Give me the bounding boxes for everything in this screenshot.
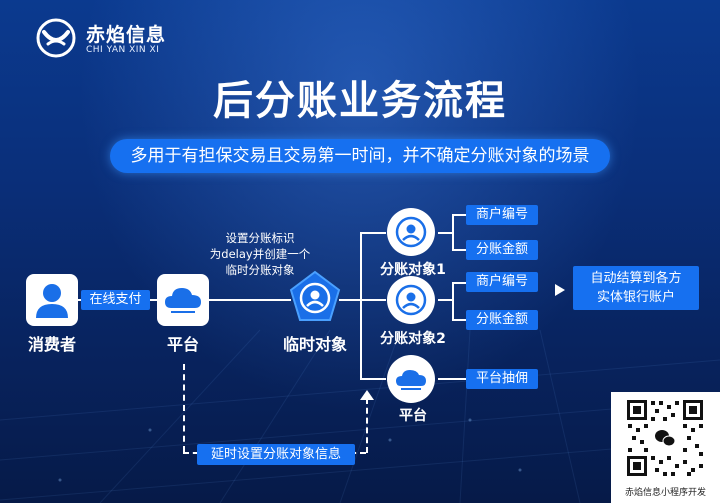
obj1-to-amount — [452, 249, 466, 251]
obj2-to-merchant — [452, 282, 466, 284]
settlement-line-1: 自动结算到各方 — [590, 271, 682, 286]
temp-object-node — [289, 270, 341, 321]
online-pay-label: 在线支付 — [81, 290, 150, 310]
settlement-line-2: 实体银行账户 — [596, 290, 675, 305]
object1-label: 分账对象1 — [380, 262, 446, 278]
consumer-label: 消费者 — [27, 335, 76, 354]
settlement-box: 自动结算到各方 实体银行账户 — [573, 266, 699, 310]
wire-temp-branch — [339, 299, 360, 301]
amount-2: 分账金额 — [466, 310, 538, 330]
cloud-icon — [396, 370, 426, 390]
branch-to-object2 — [360, 299, 386, 301]
merchant-no-2: 商户编号 — [466, 272, 538, 292]
setup-note: 设置分账标识 为delay并创建一个 临时分账对象 — [205, 230, 315, 278]
object2-label: 分账对象2 — [380, 331, 446, 347]
object1-node — [387, 208, 435, 256]
delay-dash-right — [366, 398, 368, 453]
branch-to-platform — [360, 378, 386, 380]
platform-node — [157, 274, 209, 326]
branch-to-object1 — [360, 232, 386, 234]
branch-vertical — [360, 232, 362, 380]
user-icon — [36, 284, 68, 318]
obj2-to-amount — [452, 319, 466, 321]
brand-sub: CHI YAN XIN XI — [86, 45, 160, 55]
merchant-no-1: 商户编号 — [466, 205, 538, 225]
qr-caption: 赤焰信息小程序开发 — [624, 488, 706, 498]
platform-label: 平台 — [166, 335, 199, 354]
amount-1: 分账金额 — [466, 240, 538, 260]
user-circle-icon — [395, 216, 427, 248]
obj2-sub-vertical — [452, 282, 454, 320]
cloud-icon — [165, 288, 201, 313]
consumer-node — [26, 274, 78, 326]
delay-arrow-up-icon — [360, 390, 374, 400]
arrow-right-icon — [555, 284, 565, 296]
obj1-to-merchant — [452, 214, 466, 216]
logo-mark-icon — [36, 18, 76, 58]
delay-setup-label: 延时设置分账对象信息 — [197, 444, 355, 465]
qr-code — [625, 398, 705, 478]
wechat-icon — [655, 430, 676, 447]
wire-platform-temp — [209, 299, 291, 301]
brand-name: 赤焰信息 — [86, 24, 167, 46]
brand-logo: 赤焰信息 CHI YAN XIN XI — [36, 18, 216, 58]
setup-note-line-2: 为delay并创建一个 — [209, 247, 311, 261]
object2-node — [387, 276, 435, 324]
commission-box: 平台抽佣 — [466, 369, 538, 389]
platform-to-commission — [438, 378, 466, 380]
user-circle-icon — [395, 284, 427, 316]
obj2-sub-wire — [438, 299, 452, 301]
setup-note-line-1: 设置分账标识 — [225, 231, 295, 245]
temp-object-label: 临时对象 — [282, 335, 347, 354]
platform-right-label: 平台 — [399, 408, 427, 424]
obj1-sub-wire — [438, 232, 452, 234]
platform-right-node — [387, 355, 435, 403]
obj1-sub-vertical — [452, 214, 454, 250]
delay-dash-left — [183, 364, 185, 452]
subtitle-banner: 多用于有担保交易且交易第一时间，并不确定分账对象的场景 — [110, 139, 610, 173]
setup-note-line-3: 临时分账对象 — [225, 263, 295, 277]
qr-card: 赤焰信息小程序开发 — [611, 392, 720, 503]
page-title: 后分账业务流程 — [213, 78, 507, 124]
